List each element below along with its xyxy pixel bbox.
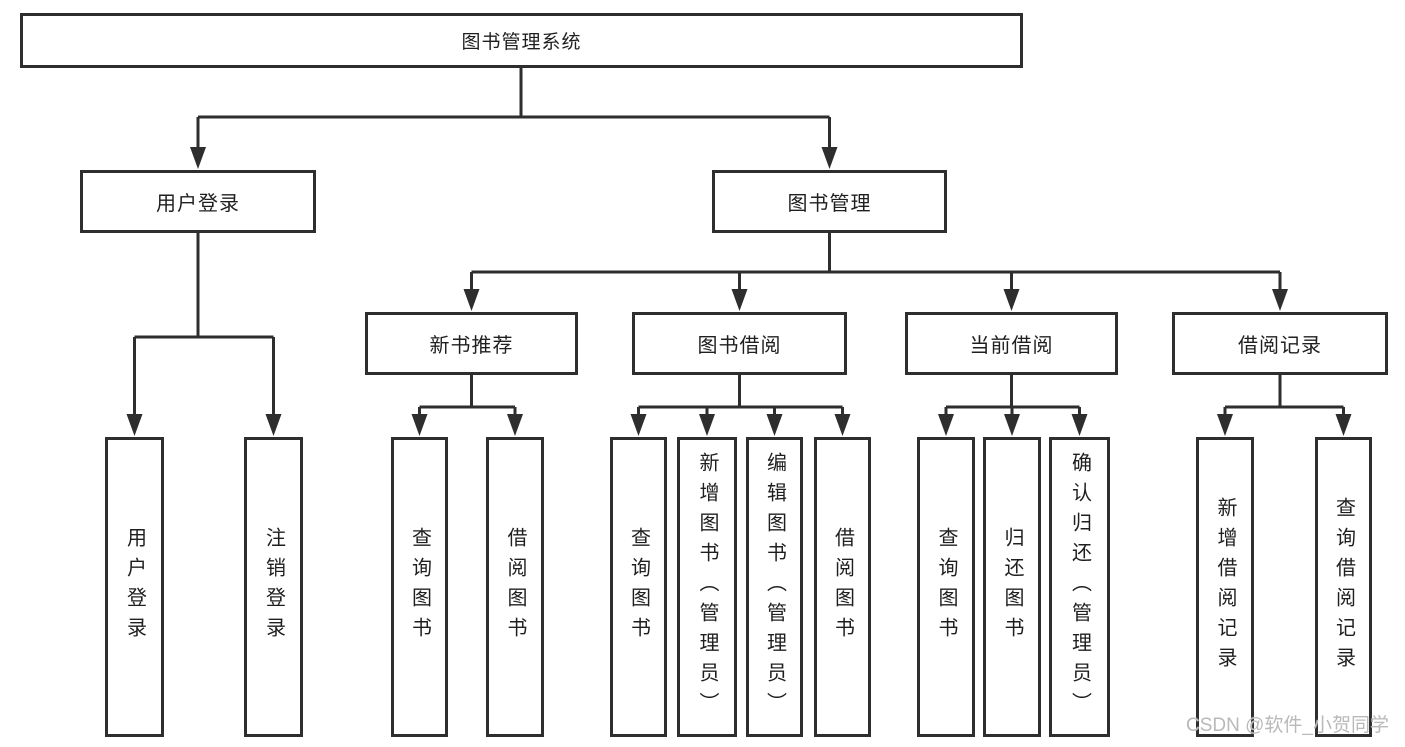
leaf-confirm-return-admin: 确认归还（管理员） (1049, 437, 1110, 737)
leaf-recommend-query-books: 查询图书 (391, 437, 448, 737)
leaf-add-books-admin: 新增图书（管理员） (677, 437, 737, 737)
leaf-label: 借阅图书 (831, 527, 854, 647)
leaf-label: 查询图书 (408, 527, 431, 647)
leaf-recommend-borrow-books: 借阅图书 (486, 437, 544, 737)
watermark-text: CSDN @软件_小贺同学 (1186, 715, 1389, 736)
leaf-label: 查询借阅记录 (1332, 497, 1355, 677)
node-book-management: 图书管理 (712, 170, 947, 233)
leaf-label: 新增图书（管理员） (696, 452, 718, 722)
node-book-management-label: 图书管理 (787, 193, 872, 215)
leaf-label: 确认归还（管理员） (1068, 452, 1091, 722)
node-group-borrow-records: 借阅记录 (1172, 312, 1388, 375)
group-label: 新书推荐 (429, 335, 514, 357)
leaf-current-query-books: 查询图书 (917, 437, 975, 737)
node-user-login-label: 用户登录 (156, 193, 240, 215)
leaf-label: 用户登录 (123, 527, 146, 647)
group-label: 图书借阅 (697, 335, 782, 357)
node-root: 图书管理系统 (20, 13, 1023, 68)
leaf-label: 归还图书 (1001, 527, 1023, 647)
leaf-label: 查询图书 (935, 527, 957, 647)
node-root-label: 图书管理系统 (461, 32, 582, 53)
leaf-user-login: 用户登录 (105, 437, 164, 737)
leaf-add-borrow-record: 新增借阅记录 (1196, 437, 1254, 737)
node-user-login: 用户登录 (80, 170, 316, 233)
leaf-borrow-query-books: 查询图书 (610, 437, 667, 737)
leaf-label: 注销登录 (262, 527, 285, 647)
leaf-edit-books-admin: 编辑图书（管理员） (746, 437, 803, 737)
leaf-logout: 注销登录 (244, 437, 303, 737)
leaf-return-books: 归还图书 (983, 437, 1041, 737)
node-group-current-borrow: 当前借阅 (905, 312, 1118, 375)
group-label: 当前借阅 (969, 335, 1054, 357)
group-label: 借阅记录 (1238, 335, 1322, 357)
node-group-new-book-recommend: 新书推荐 (365, 312, 578, 375)
leaf-label: 新增借阅记录 (1214, 497, 1236, 677)
leaf-label: 借阅图书 (504, 527, 526, 647)
node-group-book-borrow: 图书借阅 (632, 312, 847, 375)
leaf-label: 查询图书 (627, 527, 650, 647)
leaf-query-borrow-record: 查询借阅记录 (1315, 437, 1372, 737)
leaf-label: 编辑图书（管理员） (763, 452, 786, 722)
leaf-borrow-books: 借阅图书 (814, 437, 871, 737)
